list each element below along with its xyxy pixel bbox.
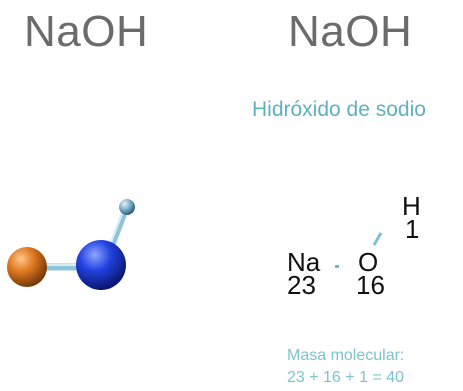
bond-na-o-mark xyxy=(335,265,339,268)
sodium-symbol: Na xyxy=(287,247,321,277)
molecular-mass-calculation: 23 + 16 + 1 = 40 xyxy=(287,369,404,386)
bond-o-h-mark xyxy=(372,232,383,246)
formula-title-left: NaOH xyxy=(24,7,149,56)
hydrogen-symbol: H xyxy=(402,191,421,221)
molecular-mass-label: Masa molecular: xyxy=(287,347,405,364)
hydrogen-mass: 1 xyxy=(405,214,420,244)
oxygen-symbol: O xyxy=(358,247,379,277)
oxygen-mass: 16 xyxy=(356,270,385,300)
sodium-mass: 23 xyxy=(287,270,316,300)
hydrogen-atom xyxy=(119,199,135,215)
sodium-atom xyxy=(7,247,47,287)
oxygen-atom xyxy=(76,240,126,290)
compound-name: Hidróxido de sodio xyxy=(252,98,426,121)
formula-title-right: NaOH xyxy=(288,7,413,56)
ball-and-stick-model xyxy=(7,199,135,290)
